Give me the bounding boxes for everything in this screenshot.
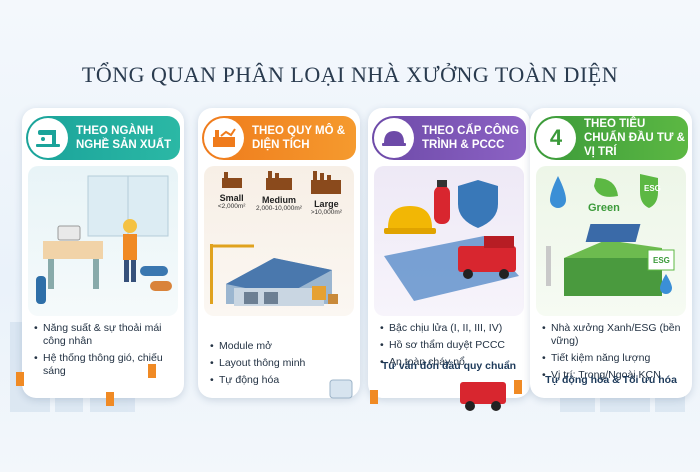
size-medium: Medium 2,000-10,000m² [255,170,302,216]
card-heading: THEO QUY MÔ & DIỆN TÍCH [252,125,346,151]
list-item: Layout thông minh [210,357,352,370]
esg-shield-icon [640,174,658,208]
fire-truck-icon [460,382,506,404]
leaf-icon [594,178,618,197]
sewing-machine-icon [28,118,68,158]
list-item: Hệ thống thông gió, chiếu sáng [34,352,176,378]
factory-chart-icon [204,118,244,158]
card-header: THEO NGÀNH NGHỀ SẢN XUẤT [26,116,180,160]
list-item: An toàn cháy nổ [380,356,522,369]
card-header: THEO CẤP CÔNG TRÌNH & PCCC [372,116,526,160]
factory-workers-illustration [28,166,178,316]
list-item: Hồ sơ thẩm duyệt PCCC [380,339,522,352]
list-item: Vị trí: Trong/Ngoài KCN [542,369,684,382]
card-footer: Tự động hóa & Tối ưu hóa [545,374,677,386]
esg-sign-label: ESG [653,256,670,265]
card-heading: THEO TIÊU CHUẨN ĐẦU TƯ & VỊ TRÍ [584,118,685,158]
page-title: TỔNG QUAN PHÂN LOẠI NHÀ XƯỞNG TOÀN DIỆN [81,62,619,87]
list-item: Module mở [210,340,352,353]
water-drop-icon [550,176,566,208]
medium-factory-icon [265,171,292,190]
card-heading: THEO NGÀNH NGHỀ SẢN XUẤT [76,125,172,151]
card-investment-standard: 4 THEO TIÊU CHUẨN ĐẦU TƯ & VỊ TRÍ Green … [530,108,692,398]
water-drop-icon [660,274,672,294]
card-scale: THEO QUY MÔ & DIỆN TÍCH Small <2,000m² M… [198,108,360,398]
list-item: Năng suất & sự thoải mái công nhân [34,322,176,348]
card-industry: THEO NGÀNH NGHỀ SẢN XUẤT Năng suất & sự … [22,108,184,398]
green-label: Green [588,202,620,214]
warehouse-illustration: Small <2,000m² Medium 2,000-10,000m² Lar… [204,166,354,316]
card-heading: THEO CẤP CÔNG TRÌNH & PCCC [422,125,519,151]
large-factory-icon [311,171,342,194]
list-item: Tiết kiệm năng lượng [542,352,684,365]
list-item: Nhà xưởng Xanh/ESG (bền vững) [542,322,684,348]
hard-hat-icon [374,118,414,158]
size-large: Large >10,000m² [303,170,350,216]
green-factory-illustration: Green ESG ESG [536,166,686,316]
card-fire-safety: THEO CẤP CÔNG TRÌNH & PCCC Bậc chịu lửa … [368,108,530,398]
card-header: 4 THEO TIÊU CHUẨN ĐẦU TƯ & VỊ TRÍ [534,116,688,160]
small-factory-icon [221,172,242,188]
fire-safety-illustration [374,166,524,316]
card-footer: Tư vấn đón đầu quy chuẩn [381,360,517,372]
list-item: Tự động hóa [210,374,352,387]
size-small: Small <2,000m² [208,170,255,216]
list-item: Bậc chịu lửa (I, II, III, IV) [380,322,522,335]
number-badge: 4 [536,118,576,158]
esg-label: ESG [644,184,661,193]
decorative-workers [16,364,522,411]
card-header: THEO QUY MÔ & DIỆN TÍCH [202,116,356,160]
